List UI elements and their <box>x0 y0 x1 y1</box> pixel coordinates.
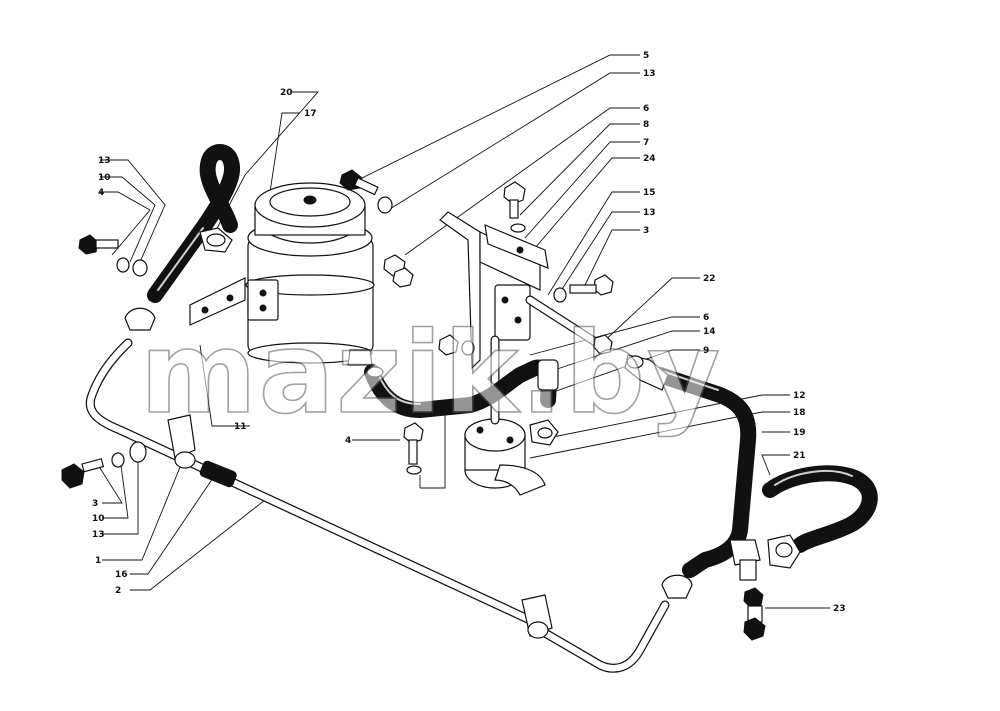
callout-23: 23 <box>833 604 846 614</box>
callout-12: 12 <box>793 391 806 401</box>
callout-13: 13 <box>98 156 111 166</box>
union-23 <box>743 587 766 641</box>
watermark: mazik.by <box>140 309 722 439</box>
callout-3: 3 <box>92 499 98 509</box>
callout-20: 20 <box>280 88 293 98</box>
callout-labels: 5 13 6 8 7 24 15 13 3 22 6 14 9 12 18 19… <box>92 51 846 614</box>
callout-10: 10 <box>98 173 111 183</box>
callout-19: 19 <box>793 428 806 438</box>
callout-2: 2 <box>115 586 121 596</box>
hose-19 <box>624 354 761 599</box>
callout-6: 6 <box>703 313 709 323</box>
callout-13: 13 <box>643 208 656 218</box>
callout-15: 15 <box>643 188 656 198</box>
callout-16: 16 <box>115 570 128 580</box>
callout-4: 4 <box>345 436 351 446</box>
fuel-pump-fitting <box>403 335 559 496</box>
callout-4: 4 <box>98 188 104 198</box>
bolt-group-left-upper <box>78 234 156 331</box>
hose-21 <box>762 465 878 569</box>
callout-11: 11 <box>234 422 247 432</box>
bracket-assembly <box>439 181 614 370</box>
callout-6: 6 <box>643 104 649 114</box>
callout-13: 13 <box>643 69 656 79</box>
callout-5: 5 <box>643 51 649 61</box>
fuel-filter-assembly <box>189 169 414 366</box>
hose-20 <box>147 144 240 303</box>
callout-24: 24 <box>643 154 656 164</box>
callout-22: 22 <box>703 274 716 284</box>
callout-7: 7 <box>643 138 649 148</box>
callout-1: 1 <box>95 556 101 566</box>
callout-10: 10 <box>92 514 105 524</box>
callout-3: 3 <box>643 226 649 236</box>
bolt-group-left-lower <box>61 414 196 489</box>
callout-17: 17 <box>304 109 317 119</box>
main-fuel-pipe <box>85 338 670 673</box>
leader-lines <box>99 54 830 609</box>
callout-14: 14 <box>703 327 716 337</box>
callout-21: 21 <box>793 451 806 461</box>
connector-16 <box>199 460 553 639</box>
hose-14 <box>364 334 559 418</box>
callout-18: 18 <box>793 408 806 418</box>
callout-8: 8 <box>643 120 649 130</box>
callout-13: 13 <box>92 530 105 540</box>
callout-9: 9 <box>703 346 709 356</box>
